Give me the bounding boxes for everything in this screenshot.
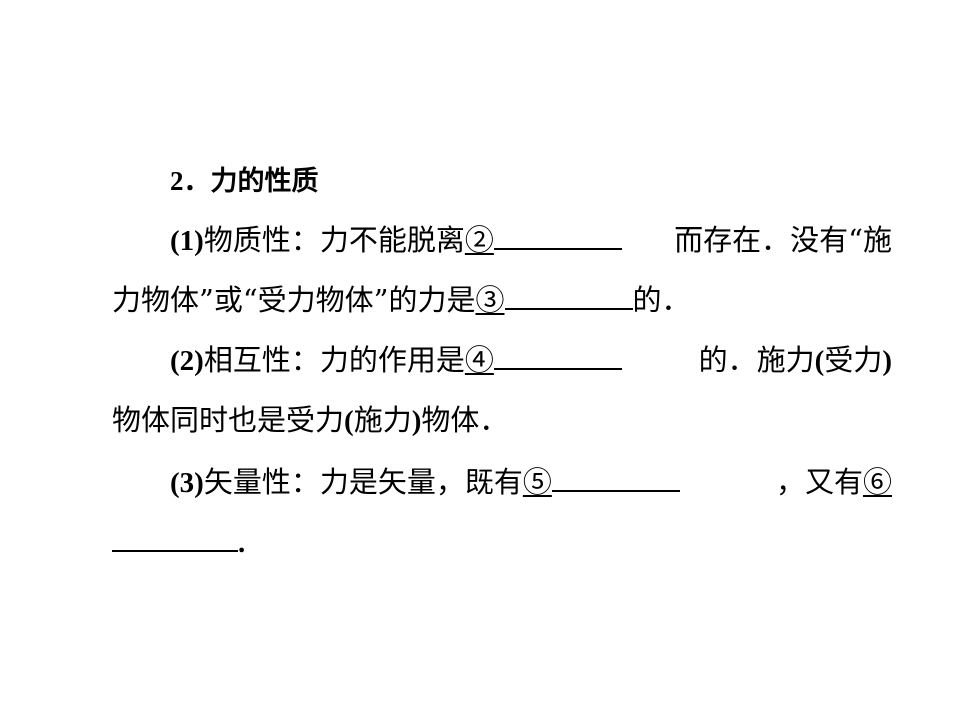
item2-text: 相互性：力的作用是 xyxy=(203,343,465,377)
section-heading: 2．力的性质 xyxy=(170,160,892,200)
item3-mid: ，又有 xyxy=(775,465,863,499)
item2-blank-number: ④ xyxy=(464,343,494,377)
item2-blank xyxy=(493,340,622,370)
item1-line1-left: (1)物质性：力不能脱离② xyxy=(170,220,622,261)
item1-blank2 xyxy=(504,280,633,310)
item3-line1-left: (3)矢量性：力是矢量，既有⑤ xyxy=(170,462,680,503)
item1-after: 而存在．没有“施 xyxy=(674,223,892,257)
item2-after: 的．施力 xyxy=(698,343,815,377)
item3-line1-content: (3)矢量性：力是矢量，既有⑤ ，又有⑥ xyxy=(170,462,892,503)
item3-marker: (3) xyxy=(170,467,204,499)
item2-paren-word: 受力 xyxy=(824,343,883,377)
item3-line2: . xyxy=(112,522,892,562)
item2-line1: (2)相互性：力的作用是④ 的．施力(受力) xyxy=(170,340,892,380)
item1-blank2-number: ③ xyxy=(475,283,505,317)
item2-marker: (2) xyxy=(170,345,204,377)
heading-number: 2． xyxy=(170,166,211,196)
item2-line2-paren-close: ) xyxy=(411,405,422,437)
item3-line1: (3)矢量性：力是矢量，既有⑤ ，又有⑥ xyxy=(170,462,892,502)
item1-line2-text: 力物体”或“受力物体”的力是 xyxy=(112,283,476,317)
item1-line1-content: (1)物质性：力不能脱离② 而存在．没有“施 xyxy=(170,220,892,261)
item3-blank2-number: ⑥ xyxy=(862,465,892,499)
item1-text: 物质性：力不能脱离 xyxy=(203,223,465,257)
item1-marker: (1) xyxy=(170,225,204,257)
item2-line2-after: 物体． xyxy=(421,403,509,437)
item3-blank2 xyxy=(112,522,238,552)
item2-line2-paren-word: 施力 xyxy=(353,403,412,437)
item2-paren-open: ( xyxy=(814,345,825,377)
item2-line1-right: 的．施力(受力) xyxy=(699,340,892,381)
item2-line1-left: (2)相互性：力的作用是④ xyxy=(170,340,622,381)
item2-line2-paren-open: ( xyxy=(344,405,354,437)
item3-blank-number: ⑤ xyxy=(522,465,552,499)
item3-line1-right: ，又有⑥ xyxy=(776,462,892,503)
item1-blank xyxy=(493,220,622,250)
item2-paren-close: ) xyxy=(882,345,892,377)
heading-title: 力的性质 xyxy=(210,166,319,196)
item2-line1-content: (2)相互性：力的作用是④ 的．施力(受力) xyxy=(170,340,892,381)
item1-line2: 力物体”或“受力物体”的力是③ 的． xyxy=(112,280,892,320)
item3-end: . xyxy=(238,527,246,559)
item3-text: 矢量性：力是矢量，既有 xyxy=(203,465,523,499)
item3-blank xyxy=(551,462,680,492)
item2-line2: 物体同时也是受力(施力)物体． xyxy=(112,400,892,440)
item1-blank-number: ② xyxy=(464,223,494,257)
item1-line1: (1)物质性：力不能脱离② 而存在．没有“施 xyxy=(170,220,892,260)
item2-line2-before: 物体同时也是受力 xyxy=(112,403,345,437)
item1-line2-after: 的． xyxy=(632,283,691,317)
